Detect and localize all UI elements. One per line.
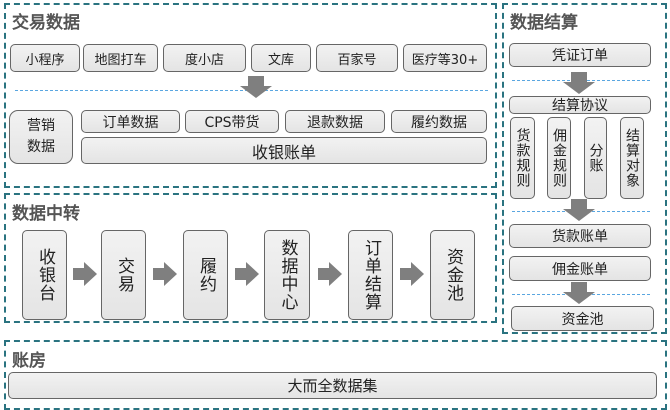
- split-account-box: 分账: [584, 117, 607, 199]
- step-fulfillment: 履约: [183, 230, 228, 320]
- step-data-center: 数据中心: [264, 230, 310, 320]
- down-arrow-icon: [563, 72, 595, 94]
- commission-bill-box: 佣金账单: [509, 256, 651, 281]
- down-arrow-icon: [240, 76, 272, 98]
- transit-title: 数据中转: [12, 204, 80, 224]
- source-map-taxi: 地图打车: [83, 44, 158, 72]
- source-mini-program: 小程序: [10, 44, 80, 72]
- settlement-agreement-box: 结算协议: [509, 96, 651, 114]
- right-arrow-icon: [73, 262, 97, 286]
- trade-data-panel: [4, 3, 497, 188]
- goods-rule-box: 货款规则: [510, 117, 535, 199]
- ledger-title: 账房: [12, 351, 46, 371]
- right-arrow-icon: [318, 262, 342, 286]
- settlement-title: 数据结算: [510, 13, 578, 33]
- source-du-store: 度小店: [163, 44, 246, 72]
- cps-box: CPS带货: [185, 110, 279, 133]
- ledger-panel: [4, 340, 667, 410]
- source-medical: 医疗等30+: [403, 44, 487, 72]
- down-arrow-icon: [563, 199, 595, 221]
- source-baijiahao: 百家号: [316, 44, 398, 72]
- refund-data-box: 退款数据: [285, 110, 385, 133]
- marketing-data-box: 营销数据: [9, 110, 73, 164]
- right-arrow-icon: [235, 262, 259, 286]
- settlement-panel: [502, 3, 667, 334]
- step-order-settlement: 订单结算: [348, 230, 393, 320]
- right-arrow-icon: [400, 262, 424, 286]
- goods-bill-box: 货款账单: [509, 224, 651, 248]
- commission-rule-box: 佣金规则: [547, 117, 571, 199]
- transit-panel: [4, 193, 497, 323]
- step-cashier: 收银台: [22, 230, 67, 320]
- fund-pool-box: 资金池: [511, 306, 654, 331]
- trade-data-title: 交易数据: [12, 13, 80, 33]
- step-fund-pool: 资金池: [430, 230, 475, 320]
- dataset-box: 大而全数据集: [8, 372, 657, 399]
- step-trade: 交易: [101, 230, 146, 320]
- fulfillment-data-box: 履约数据: [391, 110, 487, 133]
- order-data-box: 订单数据: [81, 110, 180, 133]
- cashier-bill-box: 收银账单: [81, 137, 487, 164]
- right-arrow-icon: [153, 262, 177, 286]
- voucher-order-box: 凭证订单: [509, 43, 651, 67]
- down-arrow-icon: [563, 282, 595, 304]
- settlement-target-box: 结算对象: [620, 117, 644, 199]
- source-wenku: 文库: [251, 44, 311, 72]
